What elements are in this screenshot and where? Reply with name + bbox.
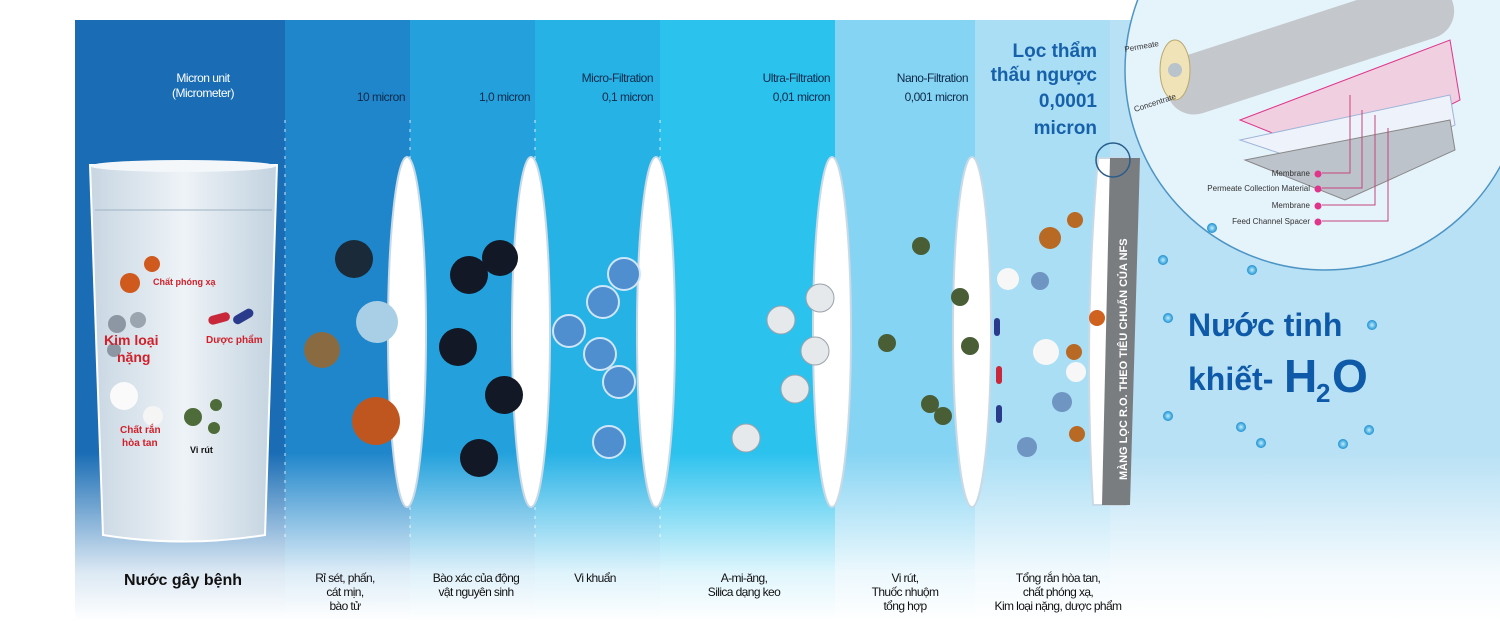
stage-micro-value: 0,1 micron <box>602 90 653 104</box>
svg-text:chất phóng xạ,: chất phóng xạ, <box>1023 585 1094 599</box>
micron-unit-sublabel: (Micrometer) <box>172 86 235 100</box>
water-droplets <box>1158 223 1377 449</box>
stage-nano-value: 0,001 micron <box>905 90 968 104</box>
layer-permeate-collection: Permeate Collection Material <box>1207 184 1310 193</box>
stage-ultra-filtration: Ultra-Filtration <box>763 71 830 85</box>
stage-ultra-value: 0,01 micron <box>773 90 830 104</box>
filter-discs <box>387 156 1140 508</box>
stage-micro-filtration: Micro-Filtration <box>582 71 653 85</box>
layer-membrane-1: Membrane <box>1272 169 1311 178</box>
filter-disc-nano <box>952 156 992 508</box>
stage-10-micron: 10 micron <box>357 90 405 104</box>
footer-label-rust: Rỉ sét, phấn, <box>315 571 375 585</box>
label-heavy-metal: Kim loại <box>104 332 158 348</box>
label-radioactive: Chất phóng xạ <box>153 277 216 287</box>
footer-label-asbestos: A-mi-ăng, <box>721 571 768 585</box>
particles <box>304 212 1105 477</box>
svg-text:Nước tinh: Nước tinh <box>1188 307 1342 343</box>
micron-unit-label: Micron unit <box>176 71 230 85</box>
svg-text:O: O <box>1332 350 1368 402</box>
svg-text:Lọc thẩm: Lọc thẩm <box>1013 41 1097 62</box>
svg-text:tổng hợp: tổng hợp <box>883 599 927 613</box>
ro-membrane-label: MÀNG LỌC R.O. THEO TIÊU CHUẨN CỦA NFS <box>1117 238 1130 480</box>
svg-text:khiết-: khiết- <box>1188 361 1273 397</box>
footer-label-dissolved-solids: Tổng rắn hòa tan, <box>1016 570 1101 585</box>
svg-text:bào tử: bào tử <box>329 599 361 613</box>
glass-of-water: Chất phóng xạ Kim loại nặng Dược phẩm Ch… <box>88 160 279 543</box>
footer-label-bacteria: Vi khuẩn <box>574 571 616 585</box>
label-dissolved-2: hòa tan <box>122 438 158 449</box>
stage-1-micron: 1,0 micron <box>479 90 530 104</box>
ro-title: Lọc thẩm thấu ngược 0,0001 micron <box>991 41 1098 139</box>
svg-text:0,0001: 0,0001 <box>1039 91 1098 112</box>
svg-text:cát mịn,: cát mịn, <box>326 585 363 599</box>
stage-nano-filtration: Nano-Filtration <box>897 71 968 85</box>
result-title: Nước tinh khiết- H 2 O <box>1188 307 1368 408</box>
svg-text:Silica dạng keo: Silica dạng keo <box>708 585 781 599</box>
footer-label-pathogenic-water: Nước gây bệnh <box>124 572 242 589</box>
svg-text:thấu ngược: thấu ngược <box>991 65 1098 86</box>
svg-text:2: 2 <box>1316 378 1330 408</box>
label-pharma: Dược phẩm <box>206 334 263 346</box>
footer-label-protozoa: Bào xác của động <box>433 571 519 585</box>
svg-text:micron: micron <box>1034 118 1097 139</box>
svg-text:vật nguyên sinh: vật nguyên sinh <box>438 585 513 599</box>
layer-feed-channel-spacer: Feed Channel Spacer <box>1232 217 1310 226</box>
label-heavy-metal-2: nặng <box>117 349 150 365</box>
filter-disc-ultra <box>812 156 852 508</box>
svg-text:H: H <box>1284 350 1317 402</box>
label-dissolved: Chất rắn <box>120 423 161 436</box>
footer-labels: Nước gây bệnh Rỉ sét, phấn, cát mịn, bào… <box>124 570 1123 613</box>
filter-disc-micro <box>636 156 676 508</box>
footer-label-virus: Vi rút, <box>892 571 919 585</box>
svg-text:Kim loại nặng, dược phẩm: Kim loại nặng, dược phẩm <box>995 599 1123 613</box>
layer-membrane-2: Membrane <box>1272 201 1311 210</box>
label-virus: Vi rút <box>190 445 213 455</box>
svg-text:Thuốc nhuộm: Thuốc nhuộm <box>872 585 939 599</box>
zoom-circle <box>1095 142 1131 178</box>
filter-disc-1-micron <box>511 156 551 508</box>
ro-membrane-inset: Permeate Concentrate Membrane Permeate C… <box>1124 0 1500 271</box>
